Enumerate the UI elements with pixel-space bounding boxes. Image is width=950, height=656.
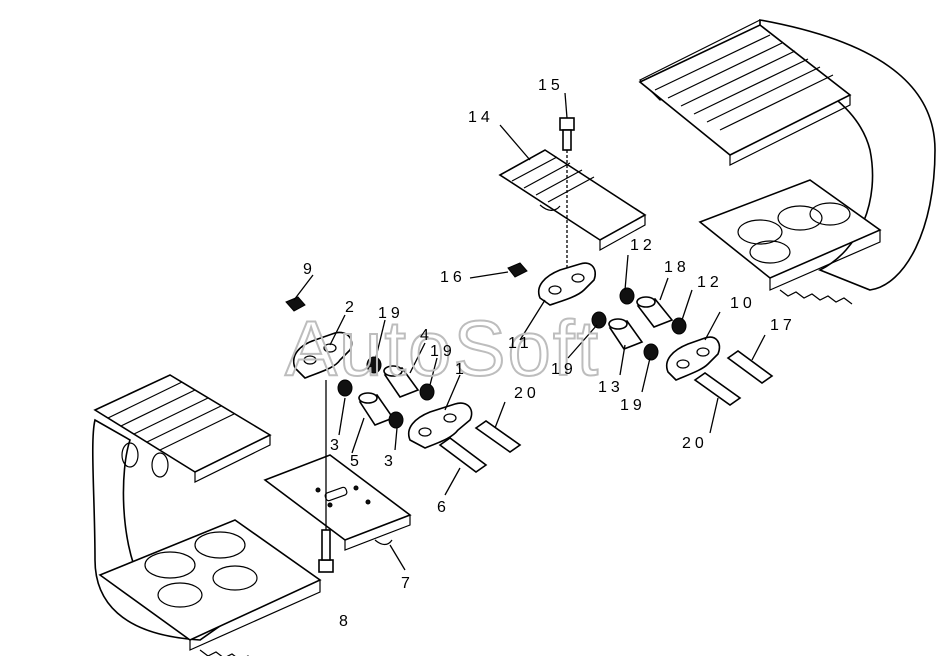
track-shoes-lower-left-top bbox=[93, 374, 272, 483]
callout-19-left: 19 bbox=[378, 305, 404, 322]
callout-20-right: 20 bbox=[682, 435, 708, 452]
bushing-5 bbox=[358, 392, 395, 426]
callout-12-top: 12 bbox=[630, 237, 656, 254]
link-2 bbox=[293, 331, 353, 379]
track-loop-lower-left bbox=[91, 374, 322, 656]
callout-2: 2 bbox=[345, 299, 358, 316]
bolt-17 bbox=[559, 117, 575, 275]
pin-20-left bbox=[474, 420, 522, 453]
bushing-4 bbox=[383, 365, 420, 398]
callout-15: 17 bbox=[770, 317, 796, 334]
pin-6 bbox=[438, 437, 488, 473]
bolt-8 bbox=[318, 380, 334, 573]
nut-9 bbox=[285, 296, 306, 312]
callout-14: 18 bbox=[664, 259, 690, 276]
bushing-14 bbox=[636, 296, 674, 328]
callout-20-left: 20 bbox=[514, 385, 540, 402]
track-shoes-upper bbox=[638, 24, 852, 166]
callout-19-mid: 19 bbox=[430, 343, 456, 360]
track-shoe-7 bbox=[263, 454, 412, 551]
callout-13: 13 bbox=[598, 379, 624, 396]
callout-18: 16 bbox=[440, 269, 466, 286]
seal-rings bbox=[337, 287, 687, 429]
leader-lines bbox=[293, 92, 766, 571]
track-shoe-16 bbox=[498, 149, 647, 252]
track-links-lower bbox=[698, 179, 882, 305]
track-links-lower-left bbox=[98, 519, 322, 656]
link-10 bbox=[666, 336, 721, 381]
callout-6: 6 bbox=[437, 499, 450, 516]
callout-16: 14 bbox=[468, 109, 494, 126]
watermark: AutoSoft bbox=[285, 304, 600, 392]
bushing-13 bbox=[608, 318, 644, 350]
nut-18 bbox=[507, 262, 528, 278]
callout-labels: 15 14 16 9 2 19 4 19 1 3 5 3 6 20 7 8 11… bbox=[303, 77, 796, 630]
pin-20-right bbox=[693, 372, 742, 406]
link-11 bbox=[538, 262, 596, 306]
callout-3-left: 3 bbox=[330, 437, 343, 454]
callout-9: 9 bbox=[303, 261, 316, 278]
pin-15 bbox=[726, 350, 774, 384]
callout-7: 7 bbox=[401, 575, 414, 592]
callout-11: 11 bbox=[508, 335, 533, 352]
callout-17: 15 bbox=[538, 77, 564, 94]
callout-4: 4 bbox=[420, 327, 433, 344]
callout-1: 1 bbox=[455, 361, 468, 378]
link-1 bbox=[408, 402, 473, 449]
callout-19-right: 19 bbox=[620, 397, 646, 414]
track-loop-upper-right bbox=[638, 19, 936, 305]
callout-5: 5 bbox=[350, 453, 363, 470]
callout-12-right: 12 bbox=[697, 274, 723, 291]
callout-3-right: 3 bbox=[384, 453, 397, 470]
callout-10: 10 bbox=[730, 295, 756, 312]
callout-8: 8 bbox=[339, 613, 352, 630]
callout-19-center: 19 bbox=[551, 361, 577, 378]
